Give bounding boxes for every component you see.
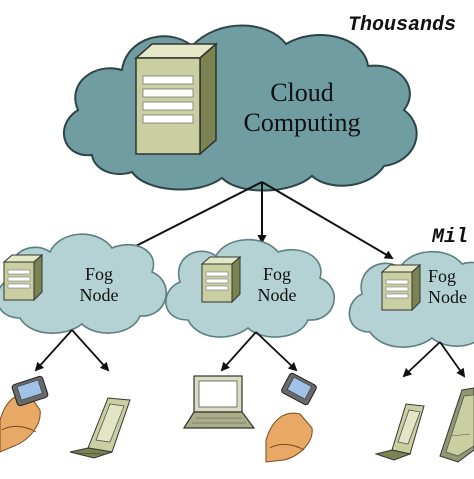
fog-node-3-label-line2: Node (428, 286, 467, 307)
arrow-to-device-6 (439, 341, 466, 378)
fog-node-3-label: Fog Node (428, 266, 474, 307)
fog-node-2-label: Fog Node (240, 264, 314, 305)
fog-node-3-server-icon (380, 263, 422, 312)
tablet-icon (439, 387, 474, 463)
smartphone-in-hand-icon (0, 375, 49, 453)
arrow-to-device-1 (34, 329, 73, 372)
pda-icon (69, 397, 131, 459)
fog-node-1-server-icon (2, 253, 44, 302)
fog-to-device-arrows (34, 329, 466, 378)
arrow-to-fog-3 (261, 181, 394, 260)
fog-node-1-label-line2: Node (79, 284, 119, 305)
fog-node-3-label-line1: Fog (428, 266, 457, 286)
arrow-to-device-3 (220, 331, 257, 372)
fog-node-2-server-icon (200, 255, 242, 304)
pda-icon (374, 403, 425, 461)
fog-node-2-label-line1: Fog (262, 264, 291, 284)
arrow-to-device-5 (402, 341, 441, 378)
cloud-label-line2: Computing (243, 107, 361, 137)
laptop-icon (182, 375, 256, 429)
fog-node-2-label-line2: Node (257, 284, 297, 305)
cloud-to-fog-arrows (122, 181, 394, 260)
cloud-computing-label: Cloud Computing (232, 78, 372, 138)
cloud-server-icon (134, 42, 218, 156)
fog-node-1-label: Fog Node (62, 264, 136, 305)
smartphone-in-hand-icon (265, 372, 317, 463)
arrow-to-fog-1 (122, 181, 263, 253)
tier-label-middle: Mil (432, 226, 469, 249)
tier-label-top: Thousands (348, 14, 457, 37)
fog-node-1-label-line1: Fog (84, 264, 113, 284)
arrow-to-device-2 (71, 329, 110, 372)
cloud-label-line1: Cloud (270, 78, 334, 107)
arrow-to-device-4 (255, 331, 298, 372)
